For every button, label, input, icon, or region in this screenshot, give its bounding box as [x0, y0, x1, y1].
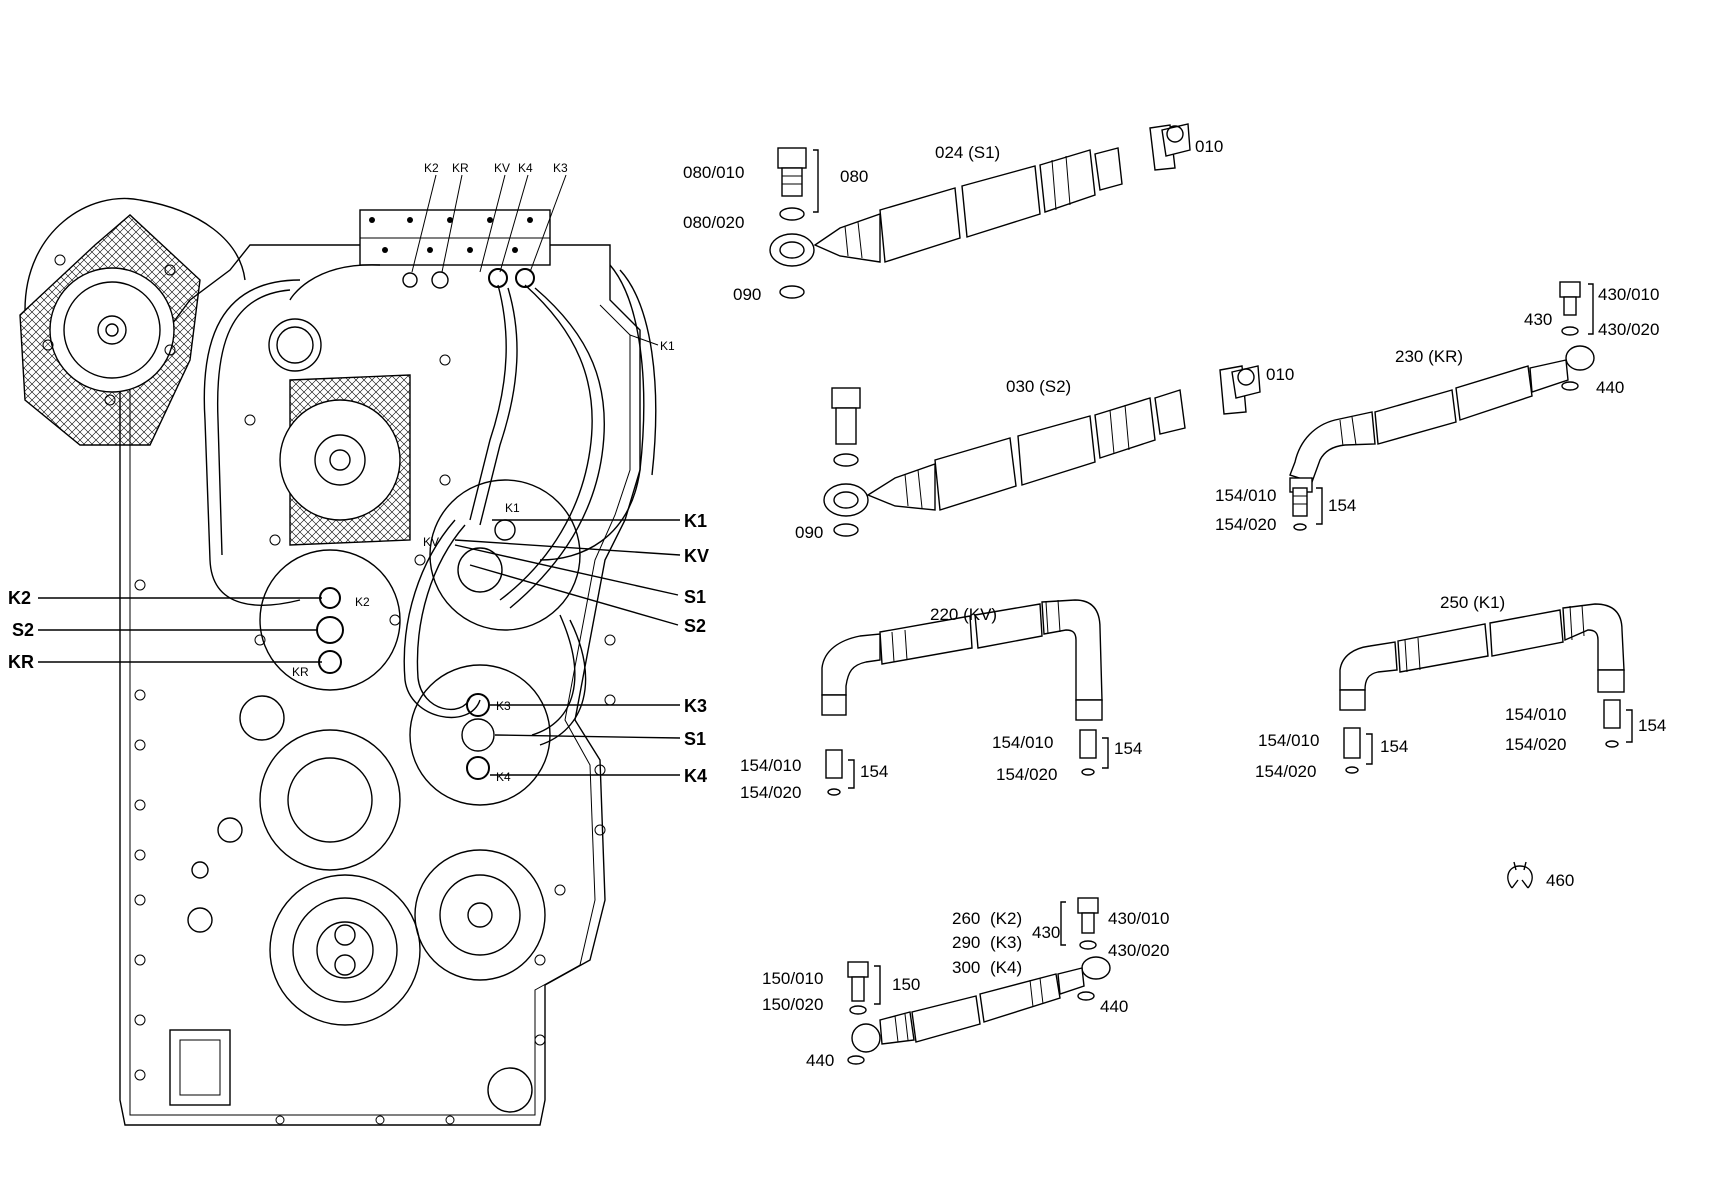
inner-k4: K4: [496, 770, 511, 784]
label-430-020-top: 430/020: [1598, 320, 1659, 339]
side-port-k1: K1: [660, 339, 675, 353]
callout-k1-right: K1: [684, 511, 707, 531]
callout-s1-right: S1: [684, 587, 706, 607]
label-154-k1-a: 154: [1380, 737, 1408, 756]
label-150-010: 150/010: [762, 969, 823, 988]
label-154-kv-b: 154: [1114, 739, 1142, 758]
label-154-020-kr: 154/020: [1215, 515, 1276, 534]
label-090-mid: 090: [795, 523, 823, 542]
label-260-k2: (K2): [990, 909, 1022, 928]
label-440-bottom-right: 440: [1100, 997, 1128, 1016]
label-440-top: 440: [1596, 378, 1624, 397]
callout-kr-left: KR: [8, 652, 34, 672]
label-260: 260: [952, 909, 980, 928]
label-090-top: 090: [733, 285, 761, 304]
title-230-kr: 230 (KR): [1395, 347, 1463, 366]
inner-k1: K1: [505, 501, 520, 515]
hose-250-k1: 250 (K1) 154/010 154 154/020 154/010 154…: [1255, 593, 1666, 781]
housing-circles: [169, 318, 581, 1113]
top-port-callouts: K2 KR KV K4 K3 K1: [411, 161, 675, 353]
label-010-mid: 010: [1266, 365, 1294, 384]
top-port-kr: KR: [452, 161, 469, 175]
label-154-020-kv-b: 154/020: [996, 765, 1057, 784]
callout-k2-left: K2: [8, 588, 31, 608]
hose-220-kv: 220 (KV) 154/010 154 154/020 154/010 154…: [740, 599, 1142, 802]
label-080-020: 080/020: [683, 213, 744, 232]
label-080-010: 080/010: [683, 163, 744, 182]
label-154-kr: 154: [1328, 496, 1356, 515]
callout-kv-right: KV: [684, 546, 709, 566]
label-430-top: 430: [1524, 310, 1552, 329]
label-150: 150: [892, 975, 920, 994]
bolt-holes: [134, 354, 616, 1125]
label-150-020: 150/020: [762, 995, 823, 1014]
label-290: 290: [952, 933, 980, 952]
label-460: 460: [1546, 871, 1574, 890]
label-300: 300: [952, 958, 980, 977]
label-154-020-k1-a: 154/020: [1255, 762, 1316, 781]
top-port-kv: KV: [494, 161, 510, 175]
label-154-020-k1-b: 154/020: [1505, 735, 1566, 754]
inner-kv: KV: [423, 535, 439, 549]
hose-230-kr: 230 (KR) 430/010 430 430/020 440 154/010…: [1215, 281, 1659, 534]
valve-block: [359, 209, 551, 289]
label-430-020-bottom: 430/020: [1108, 941, 1169, 960]
top-port-k4: K4: [518, 161, 533, 175]
inner-labels: K1 KV K2 KR K3 K4: [292, 501, 520, 784]
inner-k3: K3: [496, 699, 511, 713]
label-154-020-kv-a: 154/020: [740, 783, 801, 802]
title-024-s1: 024 (S1): [935, 143, 1000, 162]
hose-260-290-300: 260 (K2) 290 (K3) 300 (K4) 430 430/010 4…: [762, 897, 1169, 1070]
label-080: 080: [840, 167, 868, 186]
callout-s2-right: S2: [684, 616, 706, 636]
label-430-010-top: 430/010: [1598, 285, 1659, 304]
label-430-010-bottom: 430/010: [1108, 909, 1169, 928]
title-220-kv: 220 (KV): [930, 605, 997, 624]
label-154-010-k1-b: 154/010: [1505, 705, 1566, 724]
hose-024-s1: 024 (S1) 080/010 080 080/020 090 010: [683, 123, 1223, 304]
clip-460: 460: [1507, 861, 1574, 890]
label-430-bottom: 430: [1032, 923, 1060, 942]
right-callouts: K1 KV S1 S2 K3 S1 K4: [454, 511, 709, 786]
inner-k2: K2: [355, 595, 370, 609]
callout-s2-left: S2: [12, 620, 34, 640]
label-440-bottom-left: 440: [806, 1051, 834, 1070]
label-154-kv-a: 154: [860, 762, 888, 781]
label-010-top: 010: [1195, 137, 1223, 156]
label-154-010-kv-b: 154/010: [992, 733, 1053, 752]
input-flange: [19, 197, 246, 446]
label-154-010-k1-a: 154/010: [1258, 731, 1319, 750]
left-callouts: K2 S2 KR: [8, 588, 322, 672]
title-250-k1: 250 (K1): [1440, 593, 1505, 612]
label-154-k1-b: 154: [1638, 716, 1666, 735]
label-300-k4: (K4): [990, 958, 1022, 977]
top-port-k3: K3: [553, 161, 568, 175]
oil-lines: [203, 264, 657, 746]
title-030-s2: 030 (S2): [1006, 377, 1071, 396]
callout-k4-right: K4: [684, 766, 707, 786]
label-290-k3: (K3): [990, 933, 1022, 952]
label-154-010-kv-a: 154/010: [740, 756, 801, 775]
inner-kr: KR: [292, 665, 309, 679]
hose-030-s2: 030 (S2) 010 090: [795, 365, 1294, 542]
label-154-010-kr: 154/010: [1215, 486, 1276, 505]
top-port-k2: K2: [424, 161, 439, 175]
callout-k3-right: K3: [684, 696, 707, 716]
callout-s1-lower-right: S1: [684, 729, 706, 749]
